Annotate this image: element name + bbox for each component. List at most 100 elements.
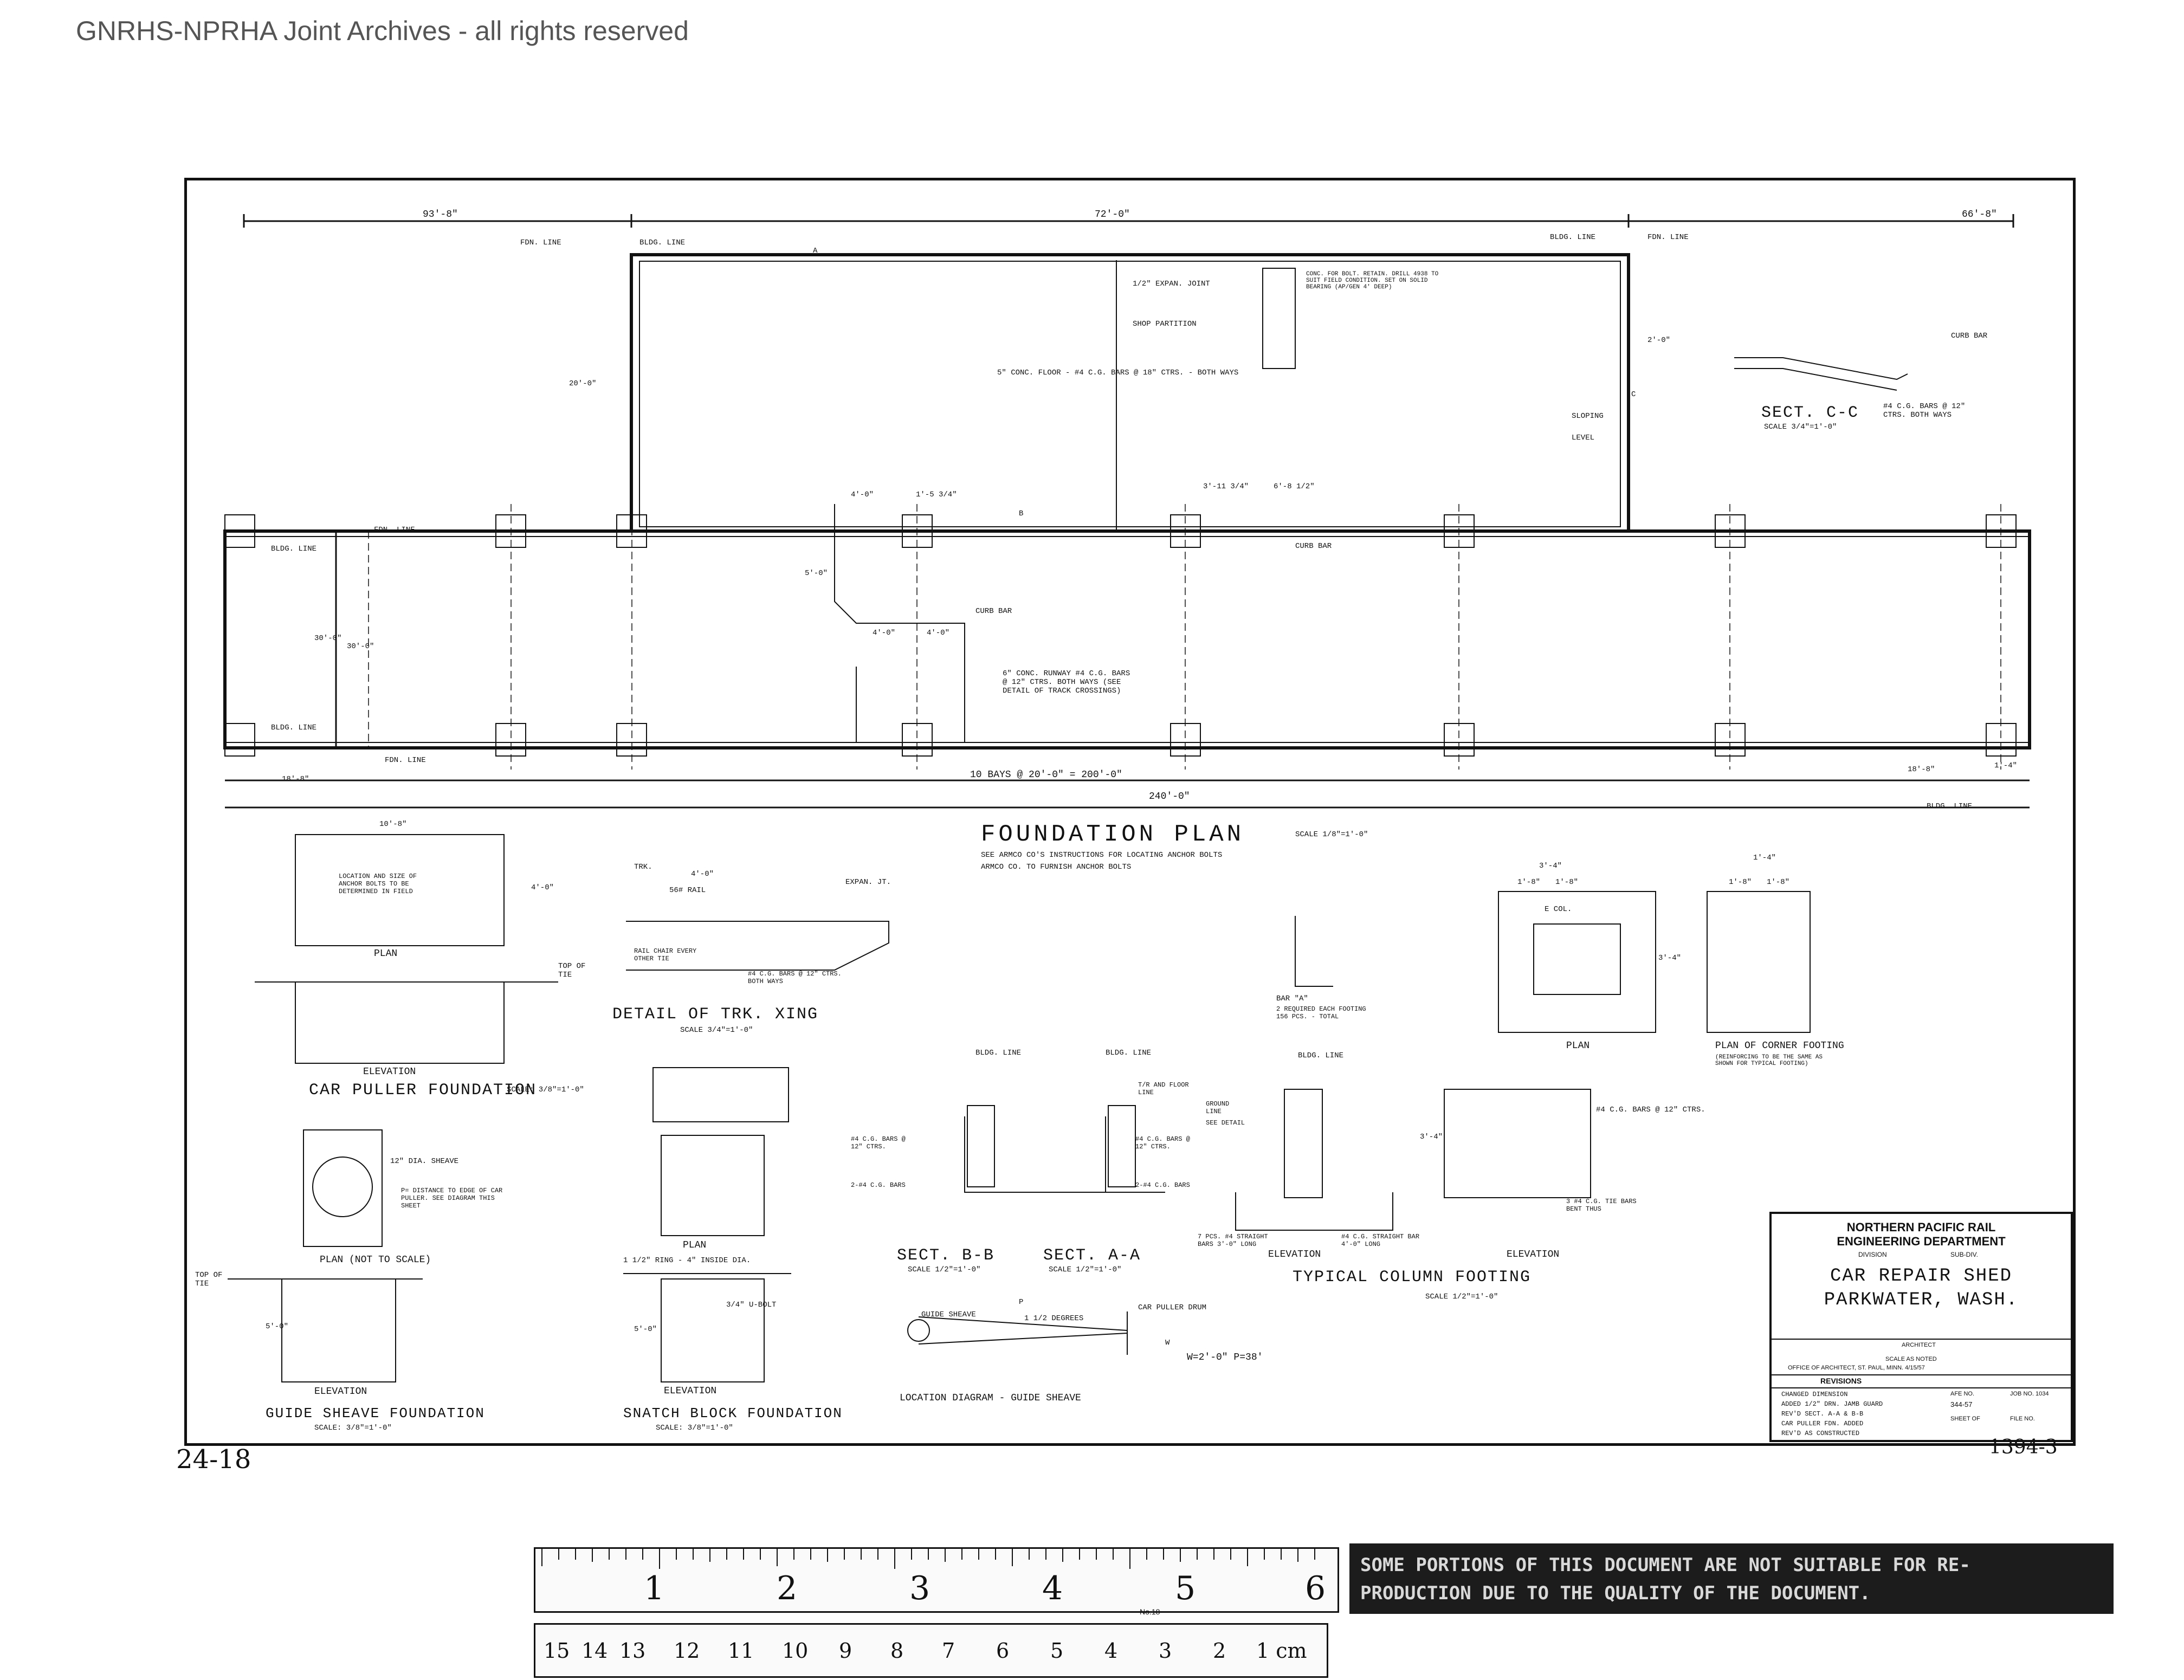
ruler-cm-mark: 9 — [839, 1639, 852, 1663]
title-block-division: DIVISION — [1858, 1251, 1887, 1258]
handwritten-right: 1394-3 — [1989, 1436, 2058, 1458]
section-b-marker: B — [1019, 509, 1024, 518]
snatch-block-title: SNATCH BLOCK FOUNDATION — [623, 1405, 843, 1421]
title-block-scale: SCALE AS NOTED — [1885, 1356, 1937, 1362]
footing-title: TYPICAL COLUMN FOOTING — [1293, 1268, 1532, 1287]
ruler-cm-mark: 13 — [619, 1639, 646, 1663]
label-bldg-line-right: BLDG. LINE — [1550, 233, 1596, 242]
title-block-project2: PARKWATER, WASH. — [1824, 1290, 2019, 1310]
sect-bb-title: SECT. B-B — [897, 1246, 995, 1265]
label-curb-bar-runway: CURB BAR — [975, 607, 1012, 616]
ruler-brand: No.18 — [1140, 1607, 1160, 1616]
sect-bb-scale: SCALE 1/2"=1'-0" — [908, 1265, 981, 1274]
snatch-block-bolt: 3/4" U-BOLT — [726, 1301, 777, 1309]
car-puller-note: LOCATION AND SIZE OF ANCHOR BOLTS TO BE … — [339, 873, 417, 895]
dim-wing-depth: 20'-0" — [569, 379, 597, 388]
trk-xing-expan: EXPAN. JT. — [845, 878, 891, 887]
sect-cc-title: SECT. C-C — [1761, 404, 1859, 422]
ruler-cm-mark: 11 — [728, 1639, 754, 1663]
snatch-block-scale: SCALE: 3/8"=1'-0" — [656, 1424, 733, 1432]
revision-row: REV'D AS CONSTRUCTED — [1781, 1430, 1860, 1437]
ruler-cm-mark: 4 — [1104, 1639, 1118, 1663]
footing-ground-line: GROUND LINE — [1206, 1100, 1230, 1115]
location-degrees: 1 1/2 DEGREES — [1024, 1314, 1084, 1323]
foundation-plan-title: FOUNDATION PLAN — [981, 821, 1245, 848]
dim-right-overall: 66'-8" — [1962, 209, 1997, 220]
title-block-architect: ARCHITECT — [1902, 1342, 1936, 1348]
footing-col: E COL. — [1545, 905, 1572, 914]
ruler-inch-mark: 6 — [1305, 1569, 1326, 1607]
guide-sheave-dim: 5'-0" — [266, 1322, 289, 1331]
guide-sheave-scale: SCALE: 3/8"=1'-0" — [314, 1424, 392, 1432]
car-puller-elevation-label: ELEVATION — [363, 1067, 416, 1077]
ruler-inch-mark: 5 — [1175, 1569, 1196, 1607]
reproduction-warning: SOME PORTIONS OF THIS DOCUMENT ARE NOT S… — [1349, 1543, 2114, 1614]
title-block-project1: CAR REPAIR SHED — [1830, 1266, 2013, 1287]
title-block-sheet-of: SHEET OF — [1950, 1416, 1980, 1422]
ruler-cm-mark: 3 — [1159, 1639, 1172, 1663]
drawing-sheet-border — [184, 178, 2076, 1446]
car-puller-title: CAR PULLER FOUNDATION — [309, 1081, 537, 1100]
location-drum: CAR PULLER DRUM — [1138, 1303, 1207, 1312]
ruler-cm-mark: 10 — [782, 1639, 809, 1663]
trk-xing-scale: SCALE 3/4"=1'-0" — [680, 1026, 753, 1035]
label-floor: 5" CONC. FLOOR - #4 C.G. BARS @ 18" CTRS… — [997, 369, 1239, 377]
car-puller-top-of-tie: TOP OF TIE — [558, 962, 586, 979]
footing-bar-note: 2 REQUIRED EACH FOOTING 156 PCS. - TOTAL — [1276, 1005, 1366, 1020]
title-block-file-no: FILE NO. — [2010, 1416, 2035, 1422]
ruler-cm-mark: 15 — [544, 1639, 570, 1663]
dim-bays: 10 BAYS @ 20'-0" = 200'-0" — [970, 770, 1122, 780]
dim-total-length: 240'-0" — [1149, 791, 1190, 802]
footing-elevation-label: ELEVATION — [1268, 1249, 1321, 1260]
revision-row: REV'D SECT. A-A & B-B — [1781, 1410, 1864, 1418]
location-p: P — [1019, 1298, 1024, 1307]
footing-see-detail: SEE DETAIL — [1206, 1119, 1245, 1127]
label-shop-partition: SHOP PARTITION — [1133, 320, 1197, 328]
label-conc-block: CONC. FOR BOLT. RETAIN. DRILL 4938 TO SU… — [1306, 271, 1439, 290]
label-fdn-line-mid: FDN. LINE — [374, 526, 415, 534]
footing-dim-c: 1'-8" — [1729, 878, 1752, 887]
sect-aa-title: SECT. A-A — [1043, 1246, 1141, 1265]
dim-width-inner: 30'-0" — [347, 642, 374, 651]
title-block: NORTHERN PACIFIC RAIL ENGINEERING DEPART… — [1769, 1212, 2073, 1442]
title-block-job-no: JOB NO. 1034 — [2010, 1391, 2049, 1397]
guide-sheave-title: GUIDE SHEAVE FOUNDATION — [266, 1405, 485, 1421]
ruler-cm-mark: 8 — [890, 1639, 904, 1663]
ruler-inch-mark: 1 — [644, 1569, 665, 1607]
sect-bb-bars1: #4 C.G. BARS @ 12" CTRS. — [851, 1135, 906, 1151]
title-block-department: ENGINEERING DEPARTMENT — [1837, 1235, 2006, 1248]
title-block-subdiv: SUB-DIV. — [1950, 1251, 1978, 1258]
label-fdn-line-right: FDN. LINE — [1647, 233, 1689, 242]
location-guide-sheave: GUIDE SHEAVE — [921, 1310, 976, 1319]
footing-elevation2-label: ELEVATION — [1507, 1249, 1560, 1260]
ruler-cm-mark: 12 — [674, 1639, 700, 1663]
footing-bar-a: BAR "A" — [1276, 994, 1308, 1003]
sect-bb-bldg-line: BLDG. LINE — [975, 1049, 1022, 1057]
title-block-railroad: NORTHERN PACIFIC RAIL — [1846, 1220, 1996, 1234]
ruler-cm-mark: 7 — [942, 1639, 955, 1663]
label-bldg-line-bottom-right: BLDG. LINE — [1927, 802, 1973, 811]
guide-sheave-top-of-tie: TOP OF TIE — [195, 1271, 223, 1288]
label-sloping: SLOPING — [1572, 412, 1604, 421]
guide-sheave-p-note: P= DISTANCE TO EDGE OF CAR PULLER. SEE D… — [401, 1187, 503, 1210]
footing-dim-a: 1'-8" — [1517, 878, 1541, 887]
handwritten-left: 24-18 — [176, 1444, 251, 1475]
dim-runway-w2: 4'-0" — [927, 629, 950, 637]
snatch-block-plan-label: PLAN — [683, 1240, 707, 1251]
sect-cc-note: #4 C.G. BARS @ 12" CTRS. BOTH WAYS — [1883, 402, 1966, 419]
label-expan-joint: 1/2" EXPAN. JOINT — [1133, 280, 1210, 288]
label-runway: 6" CONC. RUNWAY #4 C.G. BARS @ 12" CTRS.… — [1003, 669, 1130, 695]
foundation-plan-note1: SEE ARMCO CO'S INSTRUCTIONS FOR LOCATING… — [981, 851, 1223, 860]
dim-width: 30'-0" — [314, 634, 342, 643]
dim-runway-b: 1'-5 3/4" — [916, 490, 957, 499]
title-block-office: OFFICE OF ARCHITECT, ST. PAUL, MINN. 4/1… — [1788, 1365, 1925, 1371]
dim-runway-a: 4'-0" — [851, 490, 874, 499]
reproduction-warning-line1: SOME PORTIONS OF THIS DOCUMENT ARE NOT S… — [1360, 1554, 1970, 1576]
footing-dim-top: 3'-4" — [1539, 862, 1562, 870]
label-bldg-line-left: BLDG. LINE — [271, 545, 317, 553]
footing-bars: #4 C.G. BARS @ 12" CTRS. — [1596, 1106, 1705, 1114]
trk-xing-rail-chair: RAIL CHAIR EVERY OTHER TIE — [634, 947, 697, 962]
ruler-cm-mark: 5 — [1050, 1639, 1064, 1663]
snatch-block-elevation-label: ELEVATION — [664, 1386, 717, 1397]
ruler-inch-mark: 4 — [1042, 1569, 1063, 1607]
